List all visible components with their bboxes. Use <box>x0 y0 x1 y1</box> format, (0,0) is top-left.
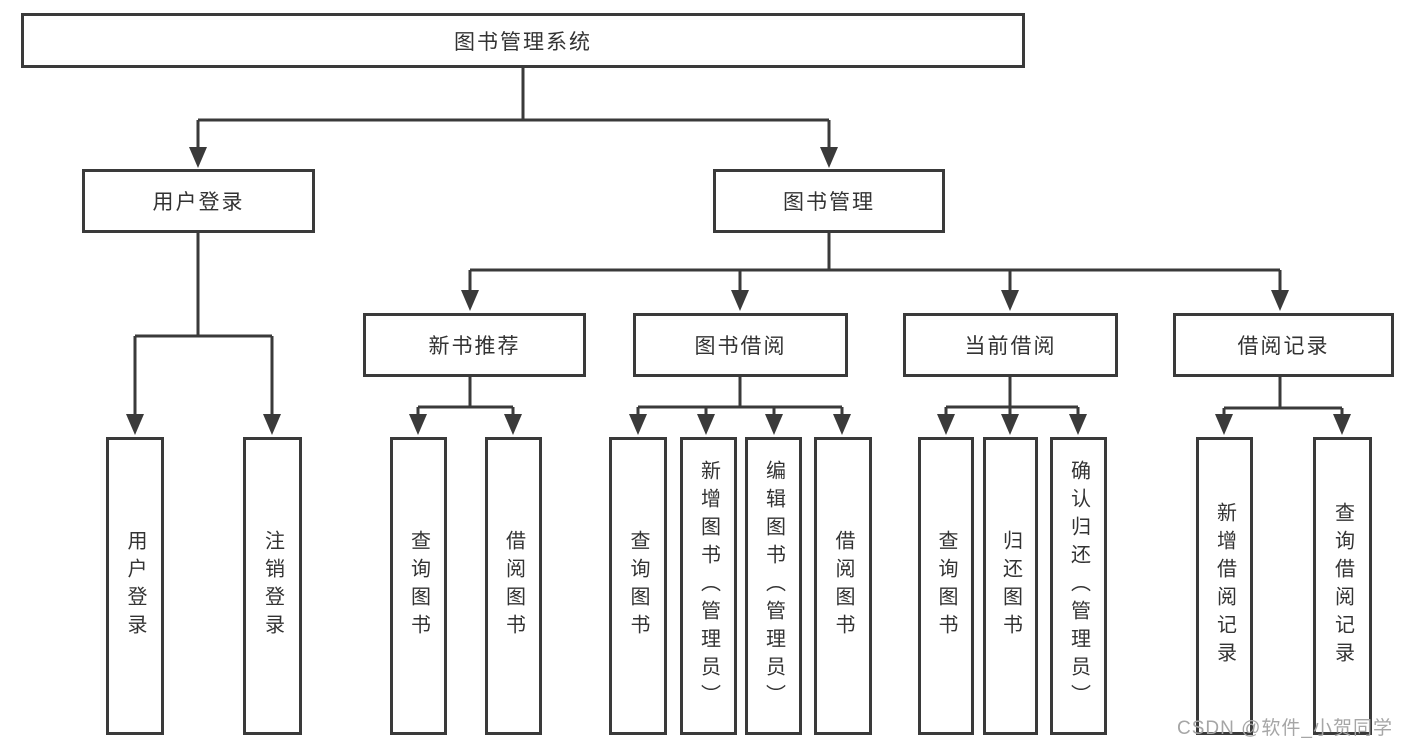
node-label: 查询图书 <box>627 530 649 642</box>
node-label: 图书管理 <box>783 191 875 214</box>
node-label: 图书借阅 <box>694 335 787 358</box>
leaf-add-book-admin: 新增图书（管理员） <box>680 437 737 735</box>
leaf-logout: 注销登录 <box>243 437 302 735</box>
edge-book-mgmt-to-level2 <box>461 233 1289 311</box>
node-label: 新书推荐 <box>428 335 521 358</box>
leaf-query-book-3: 查询图书 <box>918 437 974 735</box>
node-label: 当前借阅 <box>964 335 1057 358</box>
node-user-login: 用户登录 <box>82 169 315 233</box>
node-label: 归还图书 <box>999 530 1022 642</box>
edge-new-book-to-leaves <box>409 377 522 435</box>
leaf-confirm-return-admin: 确认归还（管理员） <box>1050 437 1107 735</box>
leaf-query-book-2: 查询图书 <box>609 437 667 735</box>
node-label: 新增图书（管理员） <box>697 460 720 712</box>
node-current-borrow: 当前借阅 <box>903 313 1118 377</box>
node-book-borrow: 图书借阅 <box>633 313 848 377</box>
node-label: 借阅图书 <box>502 530 525 642</box>
edge-current-borrow-to-leaves <box>937 377 1087 435</box>
node-label: 借阅记录 <box>1237 335 1330 358</box>
leaf-return-book: 归还图书 <box>983 437 1038 735</box>
leaf-borrow-book-1: 借阅图书 <box>485 437 542 735</box>
node-library-management-system: 图书管理系统 <box>21 13 1025 68</box>
csdn-watermark: CSDN @软件_小贺同学 <box>1177 718 1393 739</box>
node-label: 注销登录 <box>261 530 284 642</box>
node-label: 用户登录 <box>152 191 245 214</box>
node-label: 查询图书 <box>935 530 957 642</box>
node-label: 图书管理系统 <box>454 30 592 54</box>
leaf-add-borrow-record: 新增借阅记录 <box>1196 437 1253 735</box>
leaf-edit-book-admin: 编辑图书（管理员） <box>745 437 802 735</box>
node-book-management: 图书管理 <box>713 169 945 233</box>
edge-book-borrow-to-leaves <box>629 377 851 435</box>
leaf-query-book-1: 查询图书 <box>390 437 447 735</box>
node-label: 用户登录 <box>124 530 146 642</box>
node-borrow-record: 借阅记录 <box>1173 313 1394 377</box>
node-label: 新增借阅记录 <box>1213 502 1236 670</box>
node-label: 查询图书 <box>407 530 430 642</box>
node-label: 查询借阅记录 <box>1331 502 1354 670</box>
node-new-book-recommend: 新书推荐 <box>363 313 586 377</box>
leaf-borrow-book-2: 借阅图书 <box>814 437 872 735</box>
edge-user-login-to-leaves <box>126 233 281 435</box>
leaf-query-borrow-record: 查询借阅记录 <box>1313 437 1372 735</box>
node-label: 编辑图书（管理员） <box>762 460 785 712</box>
node-label: 确认归还（管理员） <box>1067 460 1090 712</box>
edge-borrow-record-to-leaves <box>1215 377 1351 435</box>
edge-root-to-level1 <box>189 68 838 168</box>
leaf-user-login: 用户登录 <box>106 437 164 735</box>
node-label: 借阅图书 <box>832 530 854 642</box>
